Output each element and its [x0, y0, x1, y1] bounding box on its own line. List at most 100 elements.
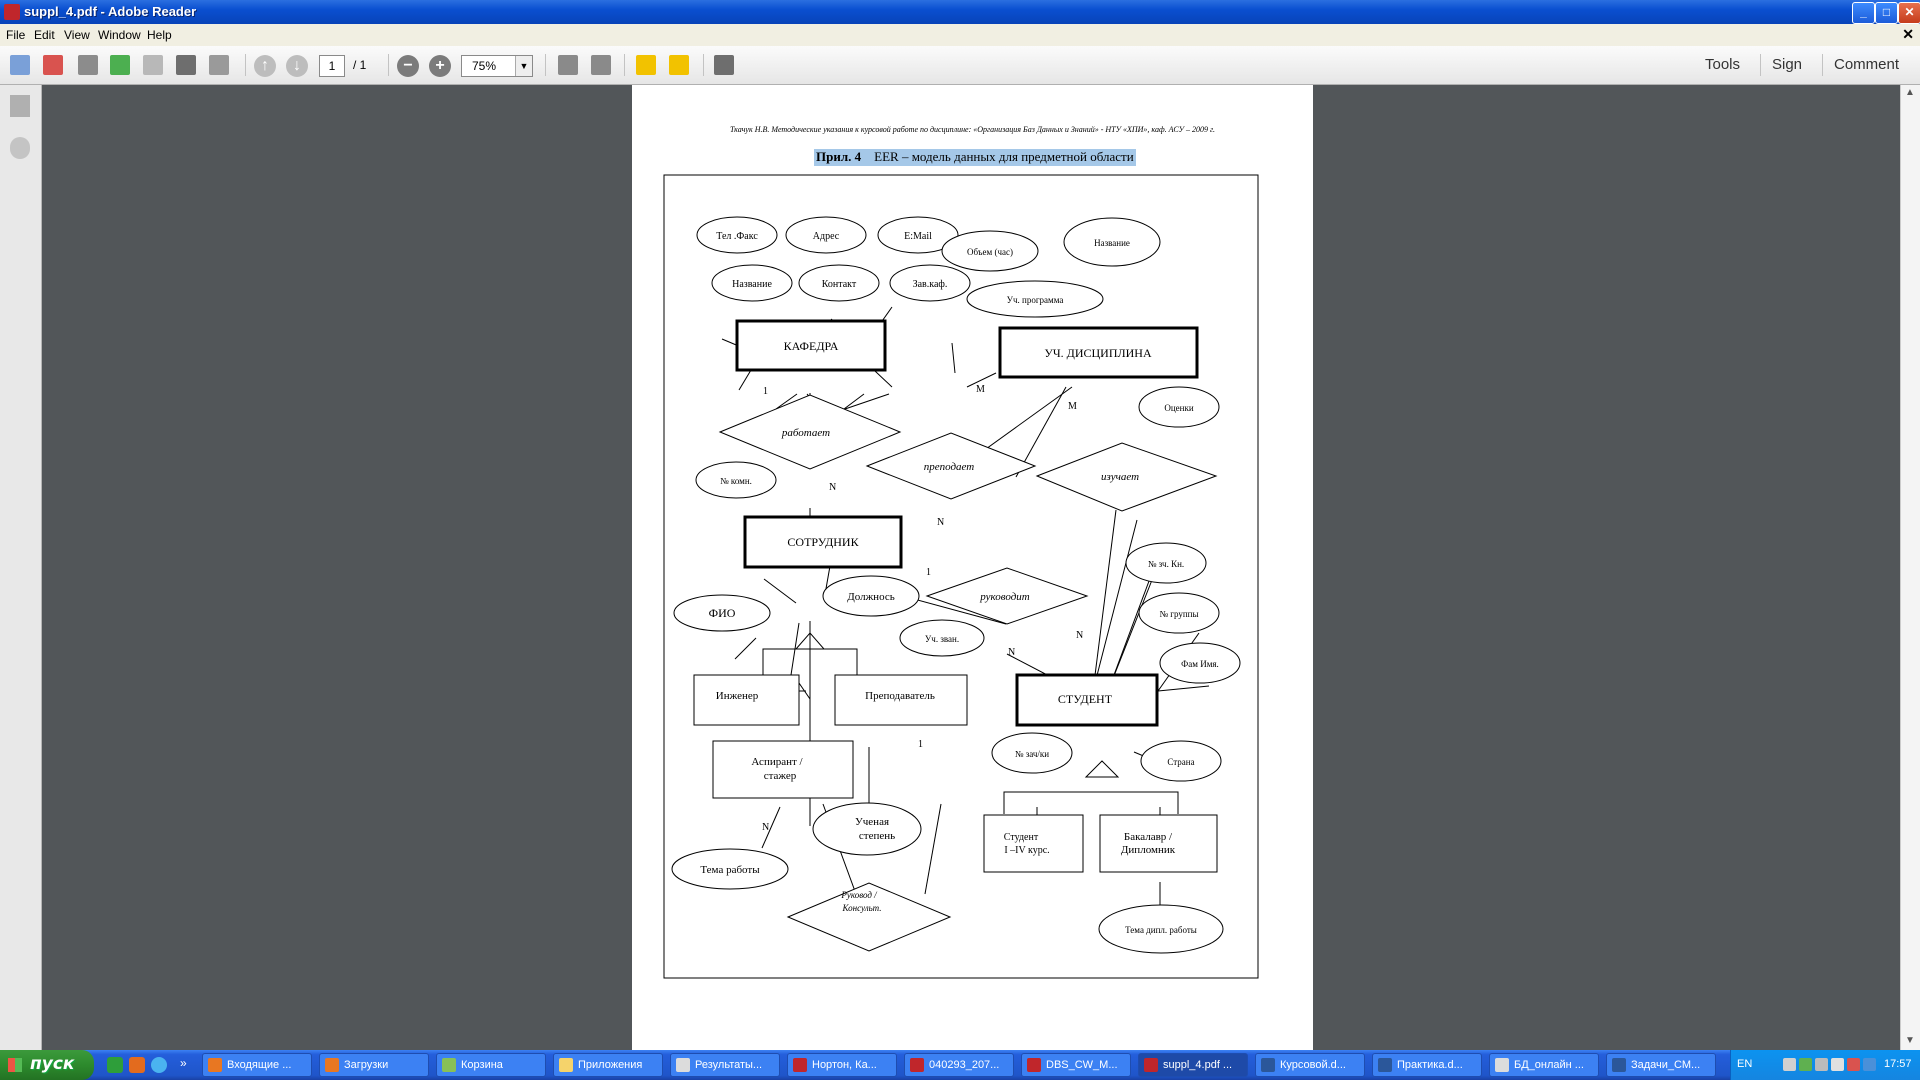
rel-rukovod-line1: Руковод / — [840, 890, 878, 900]
taskbar-item[interactable]: Курсовой.d... — [1255, 1053, 1365, 1077]
taskbar-item[interactable]: Загрузки — [319, 1053, 429, 1077]
minimize-button[interactable]: _ — [1852, 2, 1875, 24]
fit-width-icon[interactable] — [591, 55, 611, 75]
taskbar: пуск » Входящие ... Загрузки Корзина При… — [0, 1050, 1920, 1080]
quicklaunch-utorrent-icon[interactable] — [107, 1057, 123, 1073]
scroll-down-icon[interactable]: ▼ — [1905, 1035, 1915, 1046]
save-icon[interactable] — [143, 55, 163, 75]
eer-diagram: КАФЕДРА УЧ. ДИСЦИПЛИНА СОТРУДНИК СТУДЕНТ… — [663, 174, 1259, 979]
taskbar-item[interactable]: Приложения — [553, 1053, 663, 1077]
card-n-rukovodit: N — [1008, 647, 1015, 658]
scroll-up-icon[interactable]: ▲ — [1905, 87, 1915, 98]
relationship-diamonds — [718, 394, 1218, 952]
entity-rectangles — [693, 319, 1218, 873]
vertical-scrollbar[interactable]: ▲ ▼ — [1900, 85, 1920, 1050]
entity-aspirant-line2: стажер — [764, 770, 797, 782]
taskbar-item[interactable]: Результаты... — [670, 1053, 780, 1077]
rel-prepodaet: преподает — [924, 461, 975, 473]
taskbar-item[interactable]: Задачи_СМ... — [1606, 1053, 1716, 1077]
maximize-button[interactable]: □ — [1875, 2, 1898, 24]
menu-edit[interactable]: Edit — [34, 28, 55, 42]
zoom-select[interactable]: 75% ▼ — [461, 55, 533, 77]
rel-rukovod-line2: Консульт. — [841, 903, 881, 913]
quicklaunch-browser-icon[interactable] — [151, 1057, 167, 1073]
zoom-out-icon[interactable]: − — [397, 55, 419, 77]
previous-page-icon[interactable]: ↑ — [254, 55, 276, 77]
window-title: suppl_4.pdf - Adobe Reader — [24, 4, 197, 19]
page-number-input[interactable]: 1 — [319, 55, 345, 77]
security-icon[interactable] — [1847, 1058, 1860, 1071]
sign-link[interactable]: Sign — [1772, 56, 1803, 73]
volume-icon[interactable] — [1831, 1058, 1844, 1071]
entity-sotrudnik: СОТРУДНИК — [787, 535, 859, 549]
attachments-icon[interactable] — [10, 137, 30, 159]
full-screen-icon[interactable] — [714, 55, 734, 75]
chevron-down-icon[interactable]: ▼ — [515, 56, 532, 76]
attr-uchenaya-line1: Ученая — [855, 816, 889, 828]
zoom-in-icon[interactable]: + — [429, 55, 451, 77]
start-button[interactable]: пуск — [0, 1050, 94, 1080]
attr-temadipl: Тема дипл. работы — [1125, 925, 1197, 935]
taskbar-item[interactable]: Нортон, Ка... — [787, 1053, 897, 1077]
entity-student1-line2: I –IV курс. — [1004, 845, 1049, 856]
entity-prepodavatel: Преподаватель — [865, 690, 935, 702]
cloud-upload-icon[interactable] — [110, 55, 130, 75]
attr-zavkaf: Зав.каф. — [913, 279, 948, 290]
menu-file[interactable]: File — [6, 28, 26, 42]
close-document-icon[interactable]: ✕ — [1902, 26, 1914, 42]
taskbar-item[interactable]: 040293_207... — [904, 1053, 1014, 1077]
sticky-note-icon[interactable] — [636, 55, 656, 75]
fit-page-icon[interactable] — [558, 55, 578, 75]
page-thumbnails-icon[interactable] — [10, 95, 30, 117]
printer-icon[interactable] — [1783, 1058, 1796, 1071]
entity-inzhener: Инженер — [716, 690, 759, 702]
print-icon[interactable] — [176, 55, 196, 75]
comment-link[interactable]: Comment — [1834, 56, 1900, 73]
card-1-rukovodit: 1 — [926, 567, 931, 578]
page-header: Ткачук Н.В. Методические указания к курс… — [730, 125, 1215, 134]
quicklaunch-app-icon[interactable] — [129, 1057, 145, 1073]
edit-icon[interactable] — [78, 55, 98, 75]
zoom-value: 75% — [472, 59, 497, 73]
tray-app-icon[interactable] — [1863, 1058, 1876, 1071]
menu-window[interactable]: Window — [98, 28, 141, 42]
start-label: пуск — [30, 1054, 75, 1074]
create-pdf-icon[interactable] — [43, 55, 63, 75]
entity-bakalavr-line1: Бакалавр / — [1124, 831, 1173, 843]
email-icon[interactable] — [209, 55, 229, 75]
tools-link[interactable]: Tools — [1705, 56, 1741, 73]
card-m-izuchaet: M — [1068, 401, 1077, 412]
taskbar-item[interactable]: БД_онлайн ... — [1489, 1053, 1599, 1077]
figure-caption: Прил. 4 EER – модель данных для предметн… — [814, 149, 1136, 166]
antivirus-icon[interactable] — [1815, 1058, 1828, 1071]
system-tray: EN 17:57 — [1730, 1050, 1920, 1080]
attr-obem: Объем (час) — [967, 247, 1013, 257]
entity-disciplina: УЧ. ДИСЦИПЛИНА — [1044, 346, 1152, 360]
attr-nazvanie-kafedra: Название — [732, 279, 772, 290]
taskbar-item-active[interactable]: suppl_4.pdf ... — [1138, 1053, 1248, 1077]
quicklaunch-more-icon[interactable]: » — [180, 1056, 187, 1070]
entity-kafedra: КАФЕДРА — [784, 339, 839, 353]
card-n-aspirant: N — [762, 822, 769, 833]
rel-izuchaet: изучает — [1101, 471, 1139, 483]
taskbar-item[interactable]: Корзина — [436, 1053, 546, 1077]
clock[interactable]: 17:57 — [1884, 1058, 1912, 1070]
attr-nazvanie-disciplina: Название — [1094, 238, 1130, 248]
network-icon[interactable] — [1799, 1058, 1812, 1071]
taskbar-item[interactable]: Входящие ... — [202, 1053, 312, 1077]
caption-text: EER – модель данных для предметной облас… — [874, 149, 1134, 164]
close-button[interactable]: ✕ — [1898, 2, 1920, 24]
highlight-icon[interactable] — [669, 55, 689, 75]
menu-help[interactable]: Help — [147, 28, 172, 42]
card-n-izuchaet: N — [1076, 630, 1083, 641]
language-indicator[interactable]: EN — [1737, 1058, 1753, 1070]
next-page-icon[interactable]: ↓ — [286, 55, 308, 77]
attr-uchzvan: Уч. зван. — [925, 634, 959, 644]
menu-view[interactable]: View — [64, 28, 90, 42]
open-icon[interactable] — [10, 55, 30, 75]
taskbar-item[interactable]: Практика.d... — [1372, 1053, 1482, 1077]
entity-student1-line1: Студент — [1004, 832, 1039, 843]
pdf-page: Ткачук Н.В. Методические указания к курс… — [632, 85, 1313, 1050]
taskbar-item[interactable]: DBS_CW_M... — [1021, 1053, 1131, 1077]
attr-kontakt: Контакт — [822, 279, 857, 290]
